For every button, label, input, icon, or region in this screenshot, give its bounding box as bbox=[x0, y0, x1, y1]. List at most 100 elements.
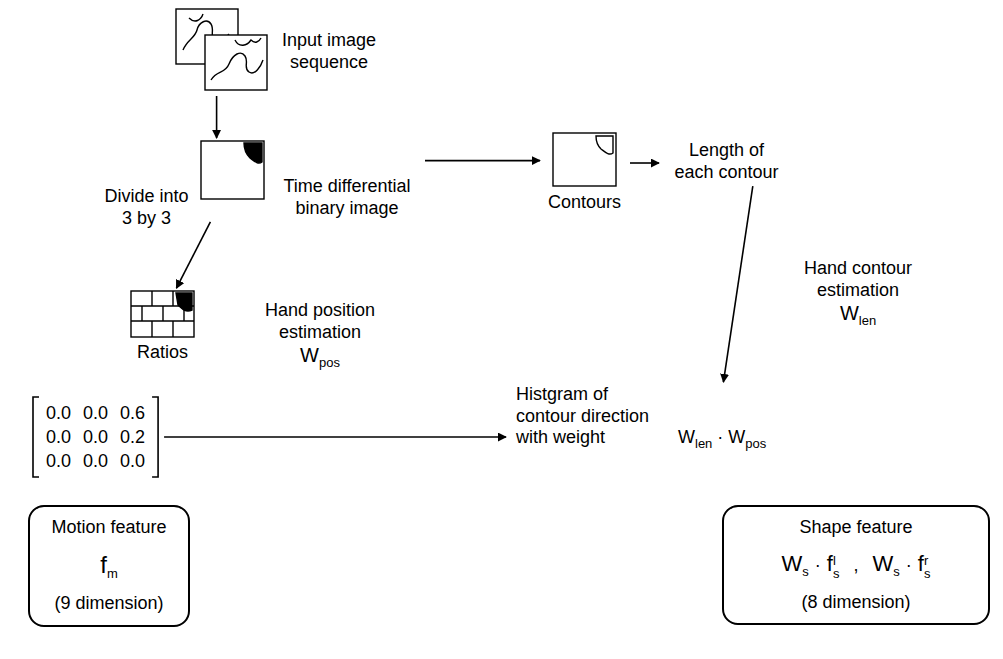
text-row: Wlen bbox=[788, 301, 928, 329]
text-row: Shape feature bbox=[740, 517, 972, 539]
annotation: Hand position estimationWpos bbox=[250, 300, 390, 371]
subscript-text: len bbox=[859, 313, 876, 328]
label-text: 0.0 0.0 0.6 bbox=[46, 403, 145, 423]
image-frame bbox=[131, 291, 194, 337]
text-row: Ratios bbox=[130, 342, 195, 364]
text-group: Motion feature bbox=[51, 517, 166, 537]
image-frame bbox=[553, 133, 616, 186]
text-group: s bbox=[893, 555, 900, 575]
text-group: Divide into 3 by 3 bbox=[100, 208, 193, 228]
text-group: Input image sequence bbox=[275, 52, 383, 72]
binary-image-icon: Time differential binary image bbox=[200, 140, 422, 219]
subscript-text: s bbox=[833, 567, 840, 580]
text-group: Histgram of contour direction with weigh… bbox=[516, 427, 668, 447]
node-caption: Contours bbox=[542, 192, 627, 214]
label-text: , bbox=[853, 555, 858, 575]
text-group: , bbox=[839, 555, 858, 575]
text-row: 0.0 0.0 0.6 bbox=[46, 401, 145, 425]
text-group: 0.0 0.0 0.2 bbox=[46, 427, 145, 447]
label-text: W bbox=[873, 551, 894, 576]
label-text: Divide into 3 by 3 bbox=[100, 186, 193, 229]
text-row: Time differential binary image bbox=[272, 176, 422, 219]
text-group: f bbox=[100, 557, 107, 577]
label-text: W bbox=[840, 302, 859, 324]
text-row: Hand position estimation bbox=[250, 300, 390, 343]
text-row: Divide into 3 by 3 bbox=[100, 186, 193, 229]
ratio-grid-icon bbox=[130, 290, 195, 338]
node-caption: Input image sequence bbox=[275, 30, 383, 73]
text-row: Contours bbox=[542, 192, 627, 214]
text-row: Input image sequence bbox=[275, 30, 383, 73]
text-group: len bbox=[695, 427, 712, 447]
text-row: Wpos bbox=[250, 343, 390, 371]
subscript-text: len bbox=[695, 436, 712, 451]
hand-region bbox=[176, 293, 192, 311]
text-group: pos bbox=[745, 427, 766, 447]
text-group: W bbox=[723, 427, 745, 447]
label-text: Length of each contour bbox=[669, 140, 784, 183]
process-text: Histgram of contour direction with weigh… bbox=[508, 384, 770, 452]
label-text: 0.0 0.0 0.0 bbox=[46, 451, 145, 471]
label-text: Shape feature bbox=[799, 517, 912, 537]
text-group: len bbox=[859, 304, 876, 324]
grid-lines bbox=[131, 291, 194, 337]
subscript-text: s bbox=[924, 567, 931, 580]
text-group: W bbox=[300, 346, 319, 366]
flow-arrow bbox=[176, 222, 210, 288]
text-group: Length of each contour bbox=[669, 162, 784, 182]
label-text: Input image sequence bbox=[275, 30, 383, 73]
text-group: m bbox=[107, 557, 118, 577]
subscript-text: m bbox=[107, 566, 118, 581]
node-caption: Ratios bbox=[130, 342, 195, 364]
text-group: pos bbox=[319, 346, 340, 366]
process-text: Length of each contour bbox=[661, 140, 784, 183]
ratio-matrix: 0.0 0.0 0.6 0.0 0.0 0.2 0.0 0.0 0.0 bbox=[30, 395, 161, 479]
label-text: Hand position estimation bbox=[250, 300, 390, 343]
text-row: fm bbox=[46, 551, 172, 582]
text-group: (9 dimension) bbox=[54, 593, 163, 613]
text-group: Time differential binary image bbox=[272, 198, 422, 218]
text-group: (8 dimension) bbox=[801, 592, 910, 612]
text-group: 0.0 0.0 0.6 bbox=[46, 403, 145, 423]
label-text: f bbox=[100, 551, 107, 578]
text-group: Shape feature bbox=[799, 517, 912, 537]
text-row: Motion feature bbox=[46, 517, 172, 539]
label-text: Contours bbox=[548, 192, 621, 212]
text-group: s bbox=[802, 555, 809, 575]
text-group: · bbox=[712, 427, 723, 447]
text-group: f bbox=[821, 555, 833, 575]
text-group: W bbox=[859, 555, 894, 575]
label-text: W bbox=[678, 427, 695, 447]
superscript-text: l bbox=[833, 554, 836, 567]
label-text: Histgram of contour direction with weigh… bbox=[516, 384, 668, 449]
hand-contour bbox=[596, 136, 613, 154]
label-text: · bbox=[906, 555, 912, 575]
image-frame bbox=[201, 141, 264, 199]
text-group: W bbox=[840, 304, 859, 324]
label-text: (8 dimension) bbox=[801, 592, 910, 612]
text-group: · bbox=[900, 555, 912, 575]
label-text: Hand contour estimation bbox=[788, 258, 928, 301]
text-group: · bbox=[809, 555, 821, 575]
text-group: rs bbox=[924, 554, 931, 580]
label-text: (9 dimension) bbox=[54, 593, 163, 613]
flow-arrow bbox=[164, 436, 506, 438]
annotation: Hand contour estimationWlen bbox=[788, 258, 928, 329]
label-text: f bbox=[827, 551, 833, 576]
text-group: ls bbox=[833, 554, 840, 580]
flow-arrow bbox=[723, 186, 752, 382]
text-group: Hand contour estimation bbox=[788, 280, 928, 300]
subscript-text: pos bbox=[745, 436, 766, 451]
node-caption: Time differential binary image bbox=[272, 176, 422, 219]
text-group: W bbox=[668, 427, 695, 447]
label-text: W bbox=[728, 427, 745, 447]
text-row: 0.0 0.0 0.2 bbox=[46, 425, 145, 449]
text-group: Ratios bbox=[137, 342, 188, 362]
text-group: f bbox=[912, 555, 924, 575]
label-text: · bbox=[717, 427, 723, 447]
label-text: · bbox=[815, 555, 821, 575]
image-frame bbox=[205, 35, 267, 90]
subscript-text: s bbox=[893, 564, 900, 579]
text-group: W bbox=[782, 555, 803, 575]
